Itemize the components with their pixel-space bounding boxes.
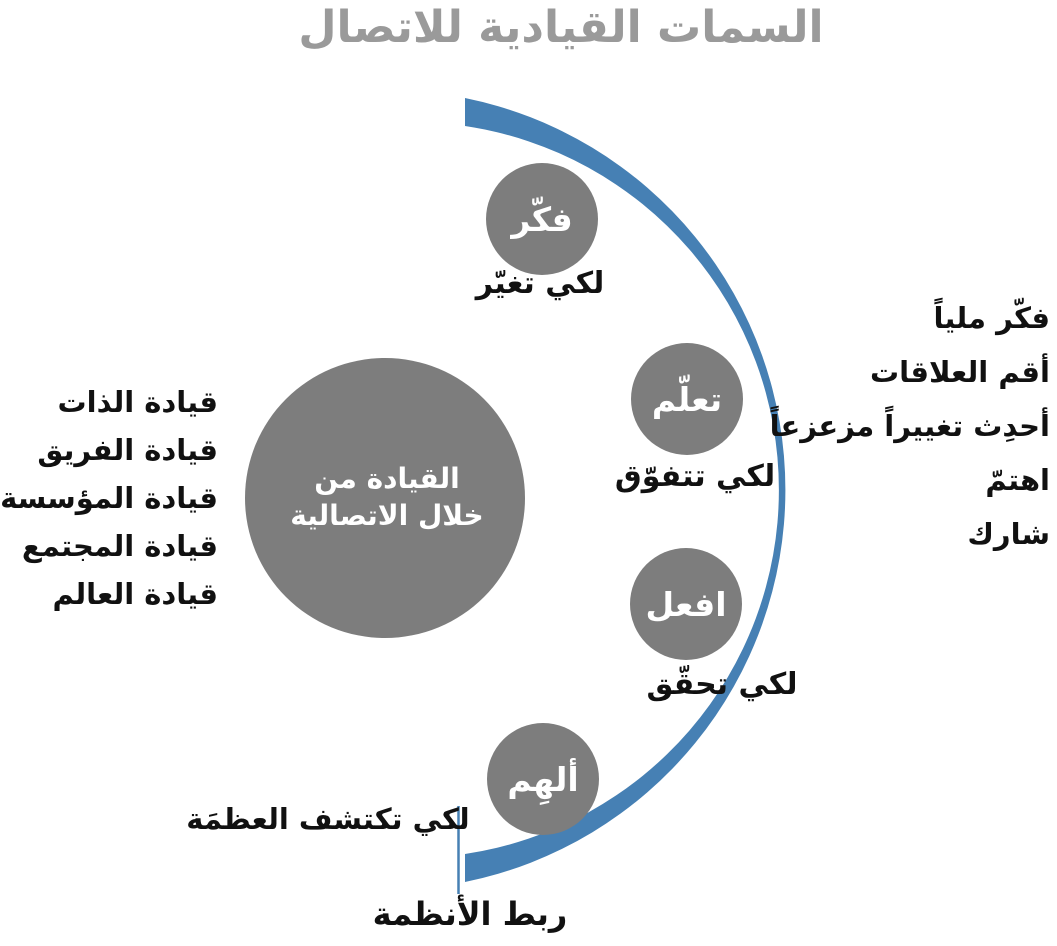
node-circle-inspire: ألهِم	[487, 723, 599, 835]
node-circle-learn: تعلّم	[631, 343, 743, 455]
center-circle-line2: خلال الاتصالية	[290, 499, 484, 532]
node-label-think: فكّر	[511, 199, 573, 239]
list-item: اهتمّ	[985, 463, 1050, 497]
center-circle: القيادة من خلال الاتصالية	[245, 358, 525, 638]
list-item: فكّر ملياً	[933, 301, 1050, 335]
list-item: أحدِث تغييراً مزعزعاً	[769, 409, 1050, 443]
list-item: أقم العلاقات	[869, 355, 1050, 389]
node-label-inspire: ألهِم	[507, 759, 579, 799]
caption-learn: لكي تتفوّق	[614, 459, 776, 494]
node-label-learn: تعلّم	[651, 379, 723, 419]
caption-do: لكي تحقّق	[646, 667, 798, 702]
leadership-levels-list: قيادة الذات قيادة الفريق قيادة المؤسسة ق…	[0, 378, 218, 618]
list-item: قيادة الفريق	[37, 433, 218, 467]
list-item: قيادة المجتمع	[21, 529, 218, 563]
list-item: قيادة المؤسسة	[0, 481, 218, 515]
node-circle-think: فكّر	[486, 163, 598, 275]
list-item: شارك	[967, 517, 1050, 551]
caption-inspire: لكي تكتشف العظمَة	[186, 802, 470, 836]
leadership-actions-list: فكّر ملياً أقم العلاقات أحدِث تغييراً مز…	[750, 291, 1050, 561]
node-circle-do: افعل	[630, 548, 742, 660]
list-item: قيادة العالم	[52, 577, 218, 611]
center-circle-line1: القيادة من	[314, 462, 460, 496]
systems-link-label: ربط الأنظمة	[372, 895, 568, 933]
center-circle-label: القيادة من خلال الاتصالية	[286, 461, 483, 535]
list-item: قيادة الذات	[57, 385, 218, 419]
node-label-do: افعل	[645, 584, 727, 624]
diagram-title: السمات القيادية للاتصال	[298, 2, 824, 53]
caption-think: لكي تغيّر	[475, 266, 605, 301]
